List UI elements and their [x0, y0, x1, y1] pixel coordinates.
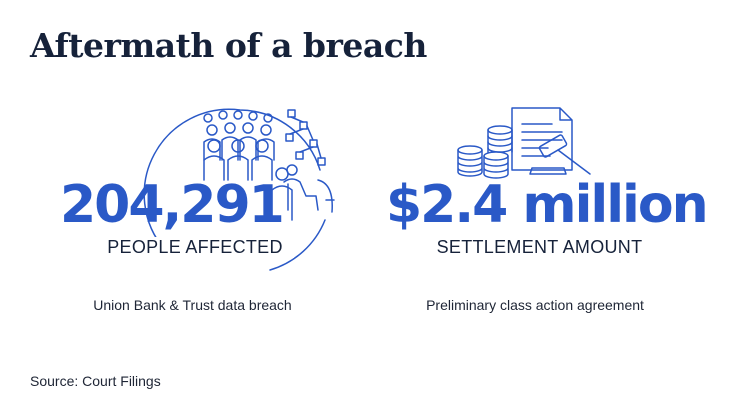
people-affected-caption: Union Bank & Trust data breach: [93, 297, 292, 313]
settlement-amount-caption: Preliminary class action agreement: [426, 297, 644, 313]
settlement-amount-value: $2.4 million: [386, 175, 709, 235]
settlement-amount-label: SETTLEMENT AMOUNT: [423, 237, 656, 258]
people-affected-value: 204,291: [60, 175, 285, 235]
people-network-icon: [143, 108, 335, 271]
source-note: Source: Court Filings: [30, 373, 161, 389]
people-affected-label: PEOPLE AFFECTED: [96, 237, 294, 258]
page-title: Aftermath of a breach: [30, 26, 427, 65]
money-gavel-icon: [457, 107, 591, 179]
